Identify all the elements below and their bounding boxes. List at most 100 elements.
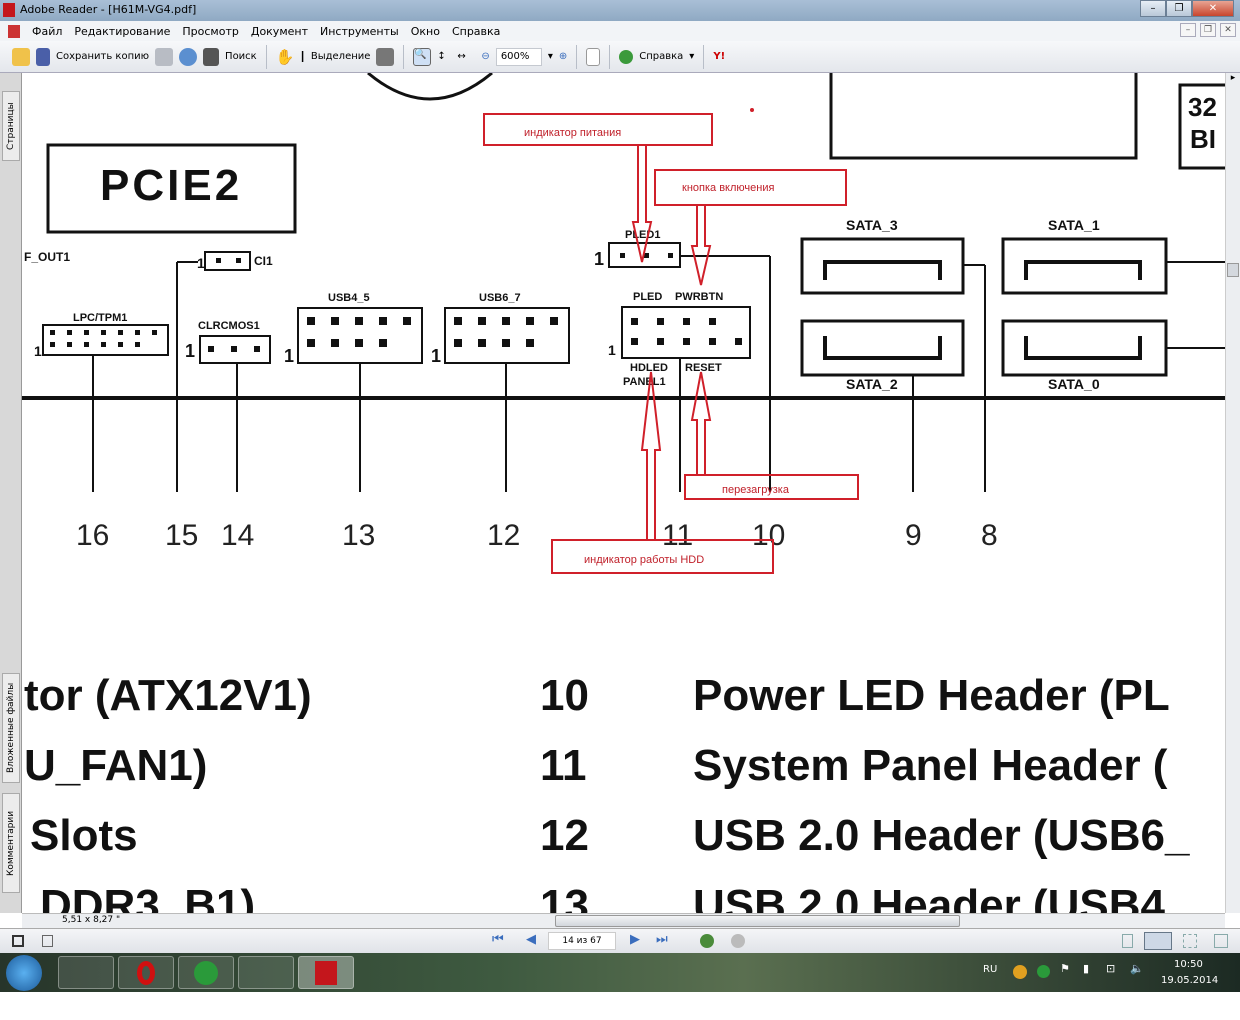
header-pin [526, 339, 534, 347]
previous-page-icon[interactable]: ◀ [526, 932, 536, 947]
maximize-button[interactable]: ❐ [1166, 0, 1192, 17]
print-icon[interactable] [155, 47, 174, 66]
header-pin [644, 253, 649, 258]
pages-tab[interactable]: Страницы [2, 91, 20, 161]
help-dropdown-icon[interactable]: ▾ [689, 51, 695, 62]
green-app-taskbar-icon[interactable] [178, 956, 234, 989]
search-button[interactable]: Поиск [225, 51, 257, 62]
zoom-level-field[interactable]: 600% [495, 47, 542, 66]
pcie2-label: PCIE2 [100, 161, 242, 210]
close-button[interactable]: ✕ [1192, 0, 1234, 17]
minimize-button[interactable]: – [1140, 0, 1166, 17]
header-pin [208, 346, 214, 352]
status-bar: ⏮ ◀ 14 из 67 ▶ ⏭ [0, 928, 1240, 953]
pin1-marker: 1 [431, 346, 441, 366]
network-icon[interactable]: ⊡ [1106, 962, 1116, 975]
pin1-marker: 1 [197, 255, 205, 271]
header-pin [135, 342, 140, 347]
header-pin [50, 342, 55, 347]
comments-tab[interactable]: Комментарии [2, 793, 20, 893]
snapshot-icon[interactable] [376, 47, 395, 66]
menu-document[interactable]: Документ [250, 24, 308, 38]
fit-width-icon[interactable]: ↔ [457, 51, 466, 62]
start-button[interactable] [6, 955, 42, 991]
callout-number-11: 11 [662, 519, 693, 552]
opera-taskbar-icon[interactable] [118, 956, 174, 989]
single-page-layout-icon[interactable] [1122, 934, 1133, 948]
open-folder-icon[interactable] [12, 47, 30, 66]
help-icon[interactable] [619, 49, 634, 64]
yahoo-icon[interactable]: Y! [713, 51, 726, 62]
clock-time[interactable]: 10:50 [1174, 959, 1203, 970]
attachments-tab[interactable]: Вложенные файлы [2, 673, 20, 783]
vertical-scroll-thumb[interactable] [1227, 263, 1239, 277]
tray-app-icon[interactable] [1013, 965, 1027, 979]
volume-icon[interactable]: 🔈 [1130, 962, 1144, 975]
zoom-tool-icon[interactable]: 🔍 [413, 47, 432, 66]
menu-help[interactable]: Справка [451, 24, 501, 38]
scroll-up-icon[interactable]: ▸ [1230, 73, 1236, 83]
forward-view-icon[interactable] [731, 934, 745, 948]
fit-height-icon[interactable]: ↕ [437, 51, 446, 62]
doc-restore-button[interactable]: ❐ [1200, 23, 1216, 37]
continuous-layout-icon[interactable] [1144, 932, 1172, 950]
corner-label: 32 [1188, 92, 1217, 122]
navigation-pane: Страницы Вложенные файлы Комментарии [0, 73, 22, 913]
select-tool-button[interactable]: Выделение [310, 51, 371, 62]
help-button[interactable]: Справка [639, 51, 684, 62]
save-icon[interactable] [36, 47, 50, 66]
horizontal-scrollbar[interactable]: 5,51 x 8,27 " [22, 913, 1225, 928]
legend-right-2: System Panel Header ( [693, 741, 1168, 790]
page-number-field[interactable]: 14 из 67 [548, 932, 616, 950]
tray-green-icon[interactable] [1037, 965, 1050, 978]
back-view-icon[interactable] [700, 934, 714, 948]
zoom-out-icon[interactable]: ⊖ [481, 51, 490, 62]
header-pin [101, 342, 106, 347]
header-pin [67, 342, 72, 347]
callout-power-button: кнопка включения [682, 182, 774, 194]
binoculars-icon[interactable] [203, 47, 220, 66]
header-pin [67, 330, 72, 335]
zoom-in-icon[interactable]: ⊕ [558, 51, 568, 62]
next-page-icon[interactable]: ▶ [630, 932, 640, 947]
last-page-icon[interactable]: ⏭ [656, 932, 668, 947]
doc-close-button[interactable]: ✕ [1220, 23, 1236, 37]
email-icon[interactable] [179, 47, 198, 66]
header-pin [379, 339, 387, 347]
pled1-header [608, 242, 681, 268]
menu-window[interactable]: Окно [410, 24, 440, 38]
header-pin [526, 317, 534, 325]
continuous-facing-icon[interactable] [1214, 934, 1228, 948]
facing-layout-icon[interactable] [1183, 934, 1197, 948]
first-page-icon[interactable]: ⏮ [492, 932, 504, 947]
select-text-icon[interactable]: I [300, 47, 305, 66]
zoom-dropdown-icon[interactable]: ▾ [547, 51, 553, 62]
sata0-label: SATA_0 [1048, 376, 1100, 392]
menu-tools[interactable]: Инструменты [320, 24, 399, 38]
header-pin [631, 338, 638, 345]
menu-file[interactable]: Файл [32, 24, 63, 38]
menu-edit[interactable]: Редактирование [74, 24, 171, 38]
adobe-reader-taskbar-icon[interactable] [298, 956, 354, 989]
horizontal-scroll-thumb[interactable] [555, 915, 960, 927]
pled1-label: PLED1 [625, 229, 660, 241]
language-indicator[interactable]: RU [983, 964, 998, 975]
vertical-scrollbar[interactable]: ▸ [1225, 73, 1240, 913]
header-pin [454, 339, 462, 347]
explorer-taskbar-icon[interactable] [58, 956, 114, 989]
callout-hdd-led: индикатор работы HDD [584, 554, 704, 566]
menu-view[interactable]: Просмотр [182, 24, 239, 38]
save-copy-button[interactable]: Сохранить копию [56, 51, 150, 62]
legend-right-3: USB 2.0 Header (USB6_ [693, 811, 1190, 860]
ci1-label: CI1 [254, 254, 273, 268]
clock-date[interactable]: 19.05.2014 [1161, 975, 1219, 986]
action-center-flag-icon[interactable]: ⚑ [1060, 962, 1070, 975]
rotate-page-icon[interactable] [586, 47, 601, 66]
doc-minimize-button[interactable]: – [1180, 23, 1196, 37]
safely-remove-icon[interactable]: ▮ [1083, 962, 1090, 975]
hand-tool-icon[interactable]: ✋ [275, 47, 295, 66]
header-pin [118, 330, 123, 335]
single-page-icon[interactable] [12, 935, 24, 947]
notes-taskbar-icon[interactable] [238, 956, 294, 989]
continuous-icon[interactable] [42, 935, 53, 947]
